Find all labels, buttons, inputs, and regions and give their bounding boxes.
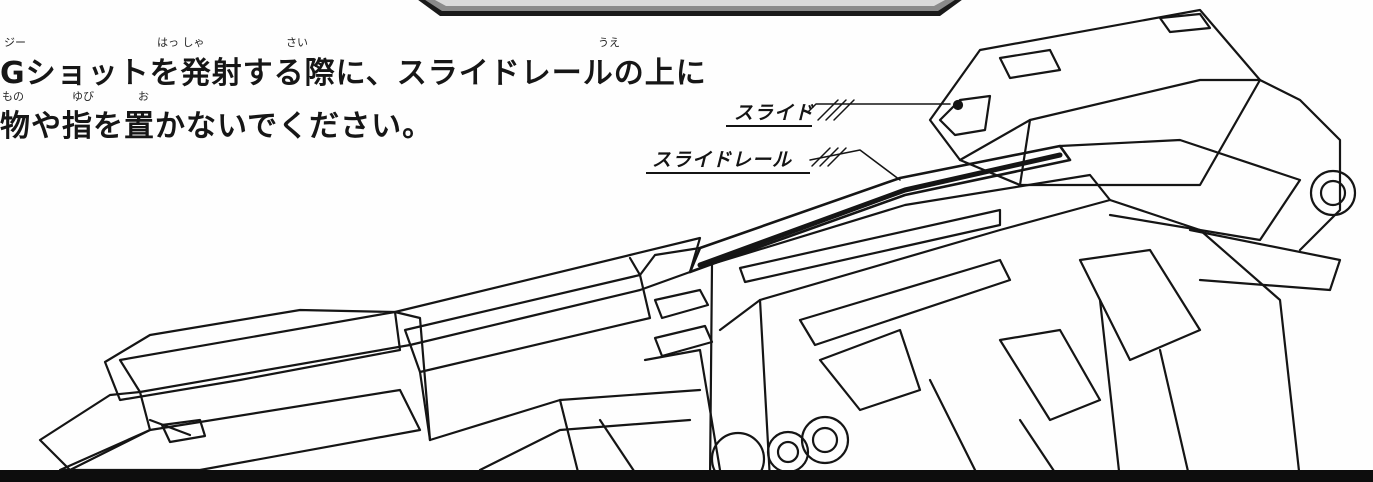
slide-rail-label: スライドレール [652, 149, 793, 171]
instruction-line-1: Gショットを発射する際に、スライドレールの上に [0, 56, 707, 91]
ruby-o: お [138, 90, 149, 103]
slide-rail-label-underline [646, 172, 810, 174]
ruby-sai: さい [286, 36, 308, 49]
instruction-line-2: 物や指を置かないでください。 [0, 109, 434, 144]
instruction-text: ジー はっ しゃ さい うえ Gショットを発射する際に、スライドレールの上に も… [0, 0, 706, 150]
ruby-hassha: はっ しゃ [157, 36, 205, 49]
ruby-yubi: ゆび [72, 90, 94, 103]
barrel-front-block [103, 308, 402, 402]
top-banner [418, 0, 962, 16]
slide-leader [807, 103, 951, 113]
ruby-g: ジー [4, 36, 26, 49]
ruby-mono: もの [2, 90, 24, 103]
slide-label: スライド [734, 102, 815, 124]
slide-label-underline [726, 125, 812, 127]
slide-rail [688, 144, 1072, 274]
ruby-ue: うえ [598, 36, 620, 49]
slide-rail-leader [809, 149, 901, 181]
slide-block [928, 8, 1262, 187]
bottom-band [0, 470, 1373, 482]
